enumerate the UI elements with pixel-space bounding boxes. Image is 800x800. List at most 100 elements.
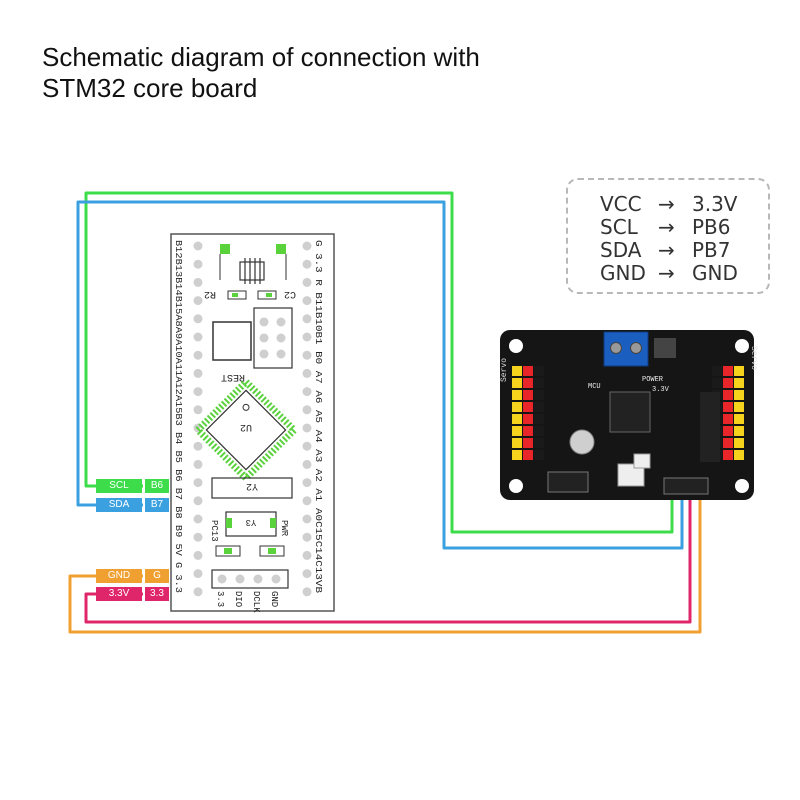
tag-gnd-signal: GND [96,569,142,583]
mcu-label: MCU [588,383,601,391]
servo-pin [523,366,533,376]
bottom-pin-3v3: 3.3 [215,591,225,607]
servo-left-label: Servo [500,358,509,382]
pin-hole [193,259,203,269]
pin-hole [193,314,203,324]
servo-pin [734,390,744,400]
mcu-chip [192,376,300,484]
servo-pin [712,366,722,376]
servo-pin [512,402,522,412]
servo-pin [534,378,544,388]
servo-pin [734,414,744,424]
tag-gnd-pin: G [145,569,169,583]
servo-pin [723,414,733,424]
tag-vcc-signal: 3.3V [96,587,142,601]
servo-pin [534,426,544,436]
pin-hole [193,569,203,579]
servo-right-label: Servo [749,346,758,370]
servo-pin [734,402,744,412]
servo-pin [534,402,544,412]
label-y3: Y3 [246,517,257,527]
pin-hole [302,532,312,542]
servo-pin [512,378,522,388]
sda-wire [76,200,684,550]
servo-pin [734,450,744,460]
servo-pin [534,450,544,460]
arrow-icon: → [658,261,675,285]
servo-pin [723,402,733,412]
label-r2: R2 [204,288,216,299]
pin-hole [302,441,312,451]
legend-to: 3.3V [692,192,738,216]
servo-pin [512,414,522,424]
tag-vcc-pin: 3.3 [145,587,169,601]
servo-pin [512,426,522,436]
title-line-2: STM32 core board [42,73,258,103]
voltage-label: 3.3V [652,386,670,394]
pin-hole [302,368,312,378]
pin-hole [193,241,203,251]
right-pin-header [302,241,312,597]
pin-hole [302,314,312,324]
pin-hole [193,405,203,415]
left-pin-header [193,241,203,597]
arrow-icon: → [658,215,675,239]
arrow-icon: → [658,238,675,262]
pin-hole [193,459,203,469]
servo-left-header [512,366,544,460]
servo-pin [723,366,733,376]
pin-hole [193,441,203,451]
pin-hole [193,350,203,360]
servo-pin [734,378,744,388]
pin-hole [193,532,203,542]
pin-hole [193,478,203,488]
pin-hole [193,550,203,560]
pin-hole [193,514,203,524]
pin-hole [193,387,203,397]
label-u2: U2 [240,421,252,432]
servo-pin [512,438,522,448]
servo-pin [523,438,533,448]
pin-hole [193,332,203,342]
tag-sda-signal: SDA [96,498,142,512]
diagram-title: Schematic diagram of connection with STM… [42,42,480,104]
servo-pin [534,414,544,424]
tag-scl-signal: SCL [96,479,142,493]
servo-pin [723,390,733,400]
pin-hole [302,277,312,287]
pin-hole [302,569,312,579]
legend-to: GND [692,261,738,285]
pin-hole [193,296,203,306]
legend-from: SDA [600,238,642,262]
servo-pin [734,366,744,376]
pin-hole [193,587,203,597]
pin-hole [302,459,312,469]
pin-hole [302,332,312,342]
servo-pin [734,438,744,448]
label-pwr: PWR [279,520,289,537]
servo-pin [534,438,544,448]
servo-pin [512,366,522,376]
title-line-1: Schematic diagram of connection with [42,42,480,72]
legend-to: PB7 [692,238,731,262]
pin-hole [302,496,312,506]
legend-from: SCL [600,215,638,239]
left-header-labels: B12B13B14B15A8A9A10A11A12A15B3 B4 B5 B6 … [173,240,184,593]
pin-hole [302,550,312,560]
servo-pin [723,426,733,436]
label-pc13: PC13 [209,520,219,542]
legend-from: GND [600,261,646,285]
servo-pin [523,402,533,412]
pin-hole [302,587,312,597]
arrow-icon: → [658,192,675,216]
servo-driver-board: Servo Servo MCU POWER 3.3V [500,330,758,500]
servo-pin [523,426,533,436]
pin-hole [193,368,203,378]
pin-hole [302,387,312,397]
tag-sda-pin: B7 [145,498,169,512]
legend-to: PB6 [692,215,731,239]
servo-pin [523,378,533,388]
servo-pin [523,414,533,424]
pin-hole [302,259,312,269]
